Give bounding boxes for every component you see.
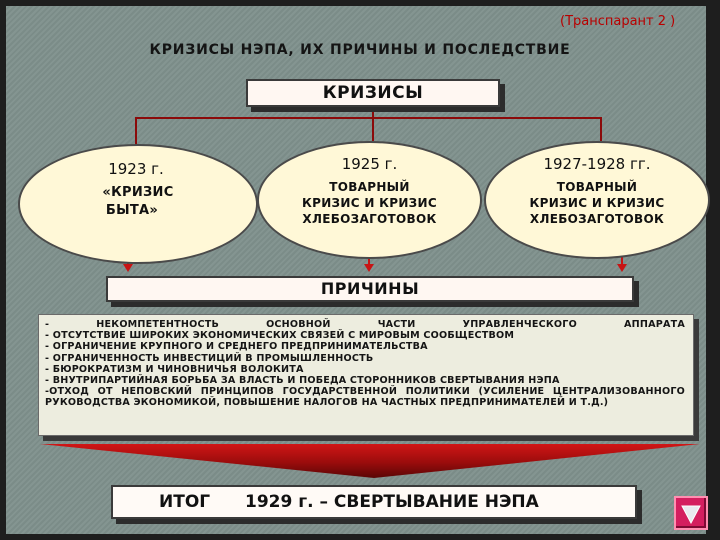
cause-item: - БЮРОКРАТИЗМ И ЧИНОВНИЧЬЯ ВОЛОКИТА — [45, 363, 304, 375]
crisis-description: ТОВАРНЫЙ КРИЗИС И КРИЗИС ХЛЕБОЗАГОТОВОК — [259, 179, 480, 227]
causes-list: - НЕКОМПЕТЕНТНОСТЬ ОСНОВНОЙ ЧАСТИ УПРАВЛ… — [38, 314, 694, 436]
big-down-arrow — [40, 444, 700, 478]
result-label: ИТОГ — [159, 492, 211, 512]
crisis-description-line: КРИЗИС И КРИЗИС — [302, 196, 437, 210]
page-title: КРИЗИСЫ НЭПА, ИХ ПРИЧИНЫ И ПОСЛЕДСТВИЕ — [149, 42, 571, 58]
triangle-down-icon — [681, 505, 701, 524]
crisis-description-line: ХЛЕБОЗАГОТОВОК — [529, 212, 665, 226]
crisis-description-line: «КРИЗИС — [102, 185, 174, 200]
crisis-description-line: ТОВАРНЫЙ — [556, 180, 638, 194]
crisis-description: ТОВАРНЫЙ КРИЗИС И КРИЗИС ХЛЕБОЗАГОТОВОК — [486, 179, 708, 227]
cause-item: - НЕКОМПЕТЕНТНОСТЬ ОСНОВНОЙ ЧАСТИ УПРАВЛ… — [45, 319, 685, 330]
cause-item: - ВНУТРИПАРТИЙНАЯ БОРЬБА ЗА ВЛАСТЬ И ПОБ… — [45, 375, 560, 387]
cause-item: -ОТХОД ОТ НЕПОВСКИЙ ПРИНЦИПОВ ГОСУДАРСТВ… — [45, 386, 685, 409]
crisis-description: «КРИЗИС БЫТА» — [20, 184, 256, 220]
transparency-label: (Транспарант 2 ) — [560, 14, 676, 29]
crisis-ellipse-1927-1928: 1927-1928 гг. ТОВАРНЫЙ КРИЗИС И КРИЗИС Х… — [484, 141, 710, 259]
cause-item: - ОТСУТСТВИЕ ШИРОКИХ ЭКОНОМИЧЕСКИХ СВЯЗЕ… — [45, 330, 515, 342]
crises-title-box: КРИЗИСЫ — [246, 79, 500, 107]
crisis-year: 1925 г. — [341, 155, 398, 173]
cause-item: - ОГРАНИЧЕННОСТЬ ИНВЕСТИЦИЙ В ПРОМЫШЛЕНН… — [45, 352, 374, 364]
crisis-ellipse-1923: 1923 г. «КРИЗИС БЫТА» — [18, 144, 258, 264]
result-text: 1929 г. – СВЕРТЫВАНИЕ НЭПА — [245, 492, 539, 512]
result-box: ИТОГ 1929 г. – СВЕРТЫВАНИЕ НЭПА — [111, 485, 637, 519]
crisis-description-line: БЫТА» — [105, 203, 159, 218]
causes-title-box: ПРИЧИНЫ — [106, 276, 634, 302]
cause-item: - ОГРАНИЧЕНИЕ КРУПНОГО И СРЕДНЕГО ПРЕДПР… — [45, 341, 428, 353]
connector-left — [135, 117, 373, 147]
crisis-ellipse-1925: 1925 г. ТОВАРНЫЙ КРИЗИС И КРИЗИС ХЛЕБОЗА… — [257, 141, 482, 259]
crisis-description-line: ХЛЕБОЗАГОТОВОК — [302, 212, 437, 226]
next-slide-button[interactable] — [674, 496, 708, 530]
connector-right — [373, 117, 602, 141]
crisis-year: 1927-1928 гг. — [543, 155, 651, 173]
crisis-description-line: ТОВАРНЫЙ — [329, 180, 410, 194]
crisis-year: 1923 г. — [108, 160, 164, 178]
crisis-description-line: КРИЗИС И КРИЗИС — [529, 196, 665, 210]
